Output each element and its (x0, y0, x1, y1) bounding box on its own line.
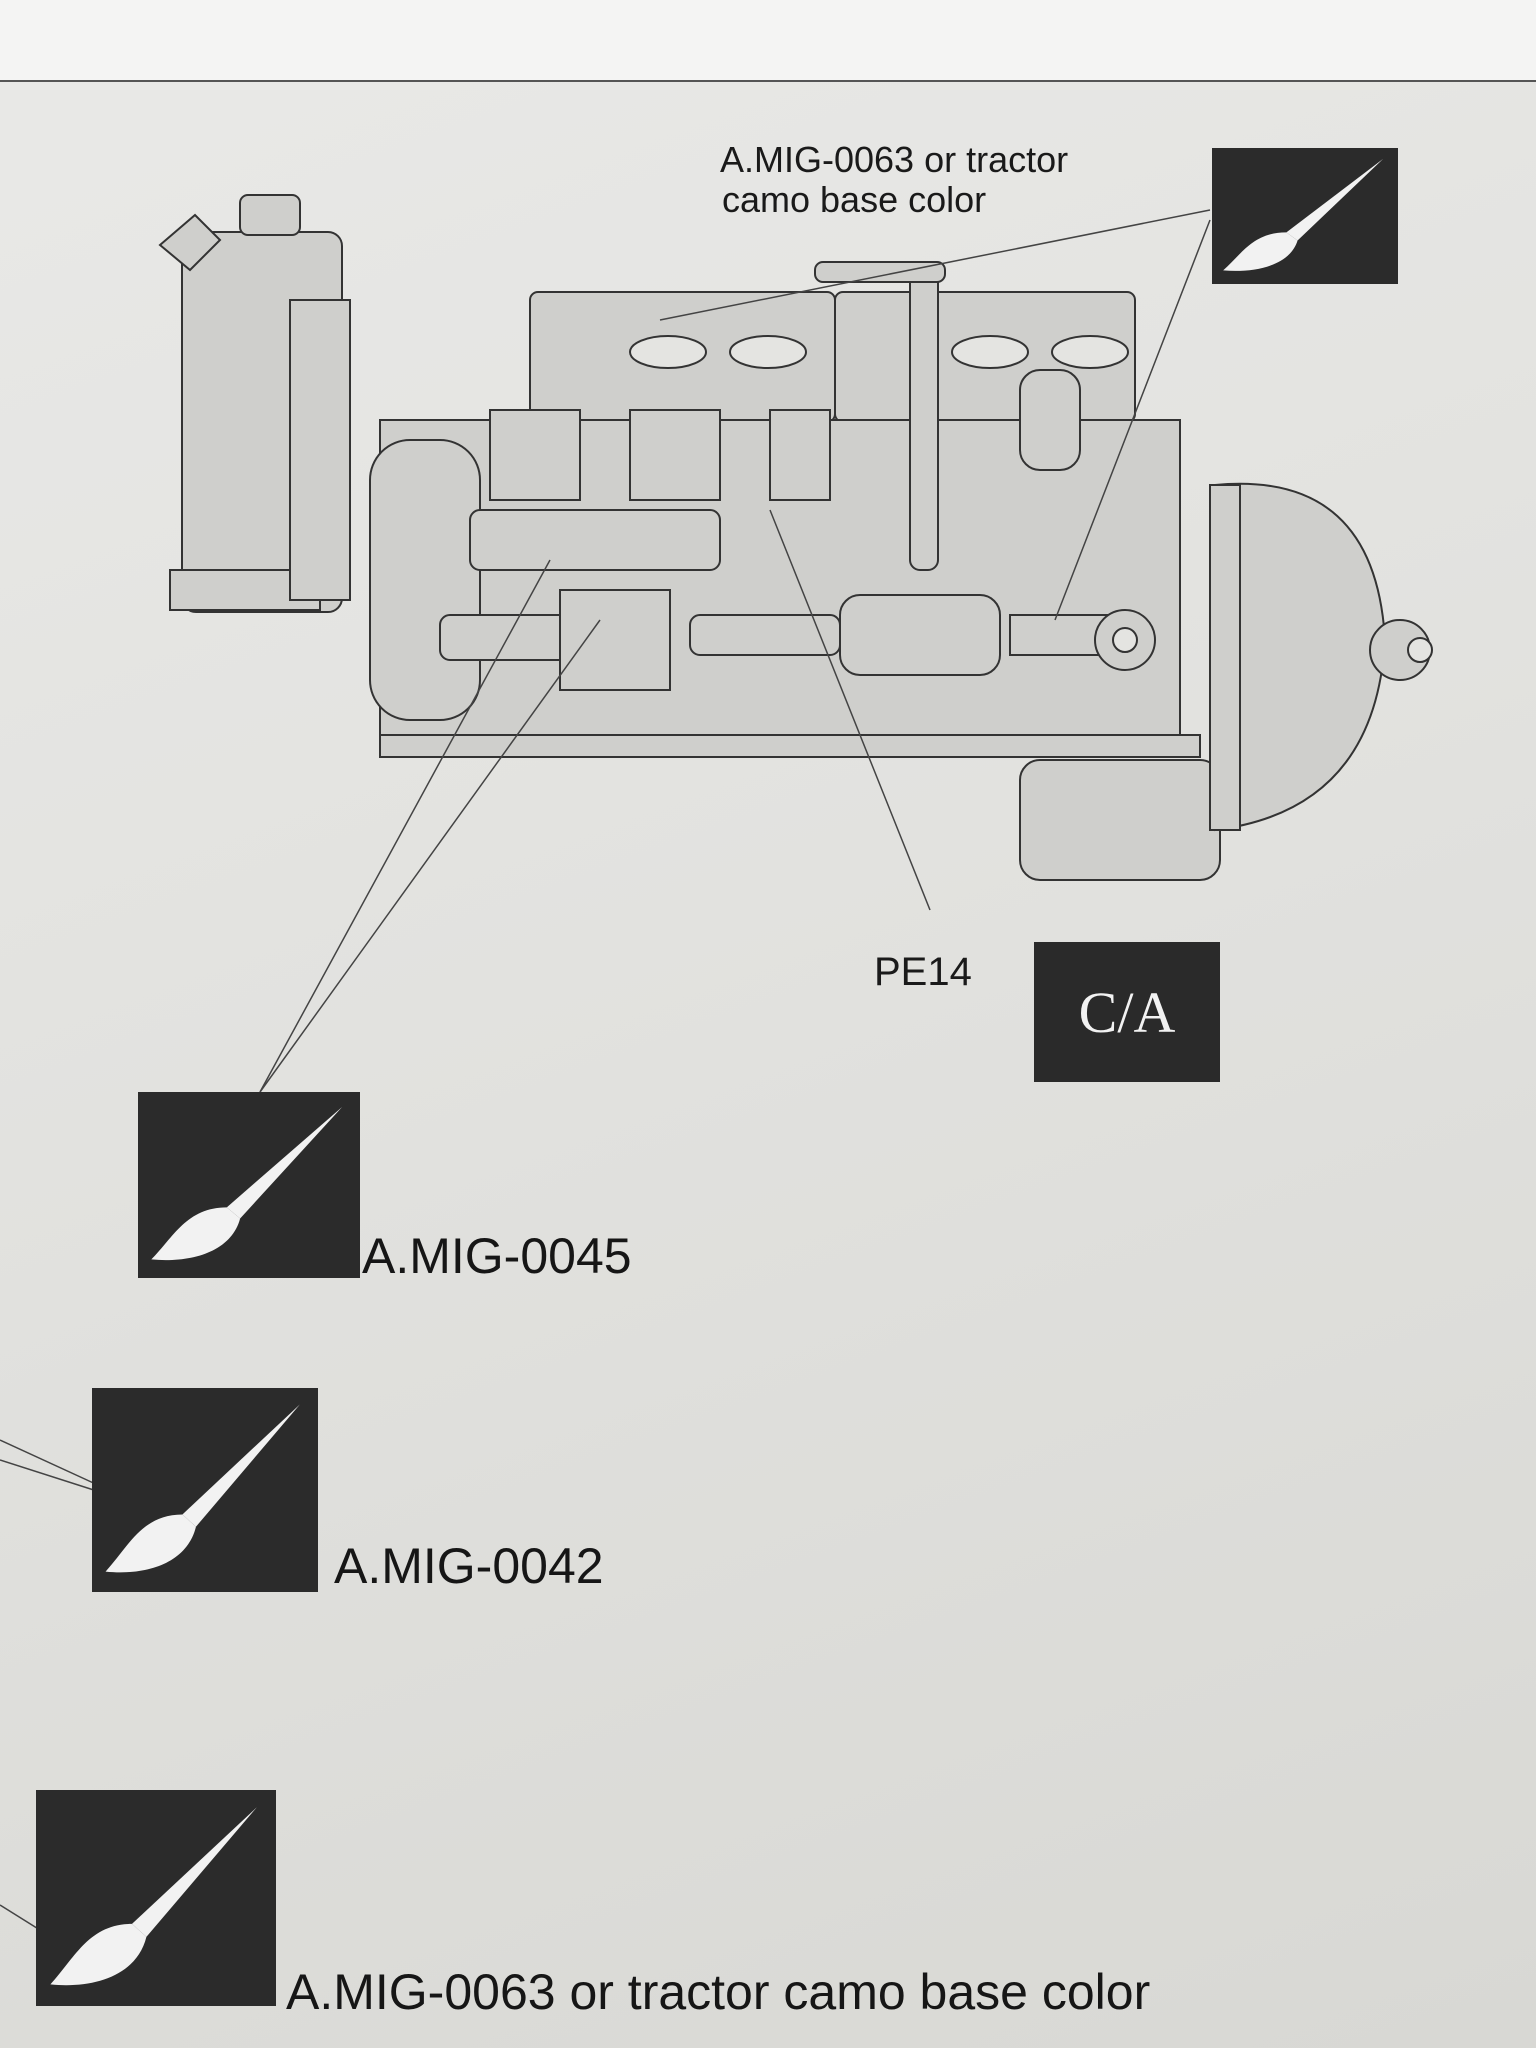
part-ref-badge: C/A (1034, 942, 1220, 1082)
part-ref-label: PE14 (874, 950, 972, 994)
paint-code-label: A.MIG-0042 (334, 1538, 604, 1594)
paintbrush-icon (92, 1388, 318, 1592)
paint-code-label: A.MIG-0045 (362, 1228, 632, 1284)
page-top-edge (0, 0, 1536, 82)
fan-housing (289, 299, 351, 601)
paintbrush-icon (1212, 148, 1398, 284)
callout-top-right-line1: A.MIG-0063 or tractor (720, 139, 1069, 180)
paint-code-label: A.MIG-0063 or tractor camo base color (286, 1964, 1151, 2020)
callout-top-right-line2: camo base color (722, 179, 987, 220)
paintbrush-icon (138, 1092, 360, 1278)
paintbrush-icon (36, 1790, 276, 2006)
oil-sump (1019, 759, 1221, 881)
